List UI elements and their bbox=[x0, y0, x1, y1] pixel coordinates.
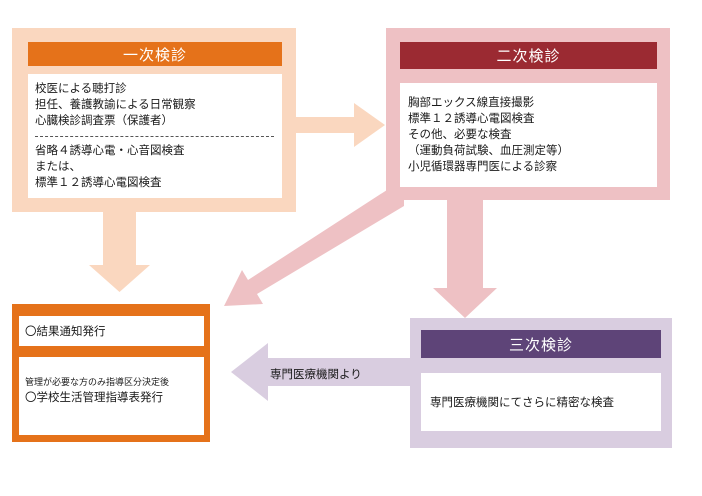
arrow-stage2-to-result bbox=[224, 176, 404, 306]
stage2-line-4: （運動負荷試験、血圧測定等） bbox=[408, 143, 569, 157]
arrow-stage1-to-stage2 bbox=[294, 103, 385, 147]
stage2-line-5: 小児循環器専門医による診察 bbox=[408, 159, 558, 173]
arrow-stage2-to-stage3 bbox=[433, 195, 497, 318]
stage1-line-3: 心臓検診調査票（保護者） bbox=[35, 113, 173, 127]
stage1-line-1: 校医による聴打診 bbox=[35, 81, 127, 95]
arrow-stage1-to-result bbox=[89, 205, 150, 292]
stage2-line-3: その他、必要な検査 bbox=[408, 127, 512, 141]
stage3-title: 三次検診 bbox=[421, 330, 661, 358]
result-issue: 〇学校生活管理指導表発行 bbox=[25, 390, 163, 404]
stage2-line-1: 胸部エックス線直接撮影 bbox=[408, 95, 535, 109]
stage2-title: 二次検診 bbox=[400, 42, 657, 69]
stage1-title: 一次検診 bbox=[28, 42, 282, 66]
result-note: 管理が必要な方のみ指導区分決定後 bbox=[25, 378, 170, 388]
stage1-line-6: 標準１２誘導心電図検査 bbox=[35, 175, 162, 189]
stage1-line-4: 省略４誘導心電・心音図検査 bbox=[35, 143, 185, 157]
stage1-line-2: 担任、養護教諭による日常観察 bbox=[35, 97, 196, 111]
result-notice-box: 〇結果通知発行 bbox=[19, 316, 204, 346]
stage1-line-5: または、 bbox=[35, 159, 81, 173]
stage3-body: 専門医療機関にてさらに精密な検査 bbox=[421, 373, 661, 431]
arrow-label: 専門医療機関より bbox=[270, 367, 362, 381]
result-issue-box: 管理が必要な方のみ指導区分決定後 〇学校生活管理指導表発行 bbox=[19, 357, 204, 435]
result-notice: 〇結果通知発行 bbox=[25, 324, 106, 338]
stage2-line-2: 標準１２誘導心電図検査 bbox=[408, 111, 535, 125]
stage2-body: 胸部エックス線直接撮影 標準１２誘導心電図検査 その他、必要な検査 （運動負荷試… bbox=[400, 83, 657, 187]
stage1-divider bbox=[35, 136, 274, 137]
arrow-stage3-to-result bbox=[231, 343, 414, 401]
stage3-line: 専門医療機関にてさらに精密な検査 bbox=[430, 395, 614, 409]
stage1-body: 校医による聴打診 担任、養護教諭による日常観察 心臓検診調査票（保護者） 省略４… bbox=[28, 74, 282, 198]
